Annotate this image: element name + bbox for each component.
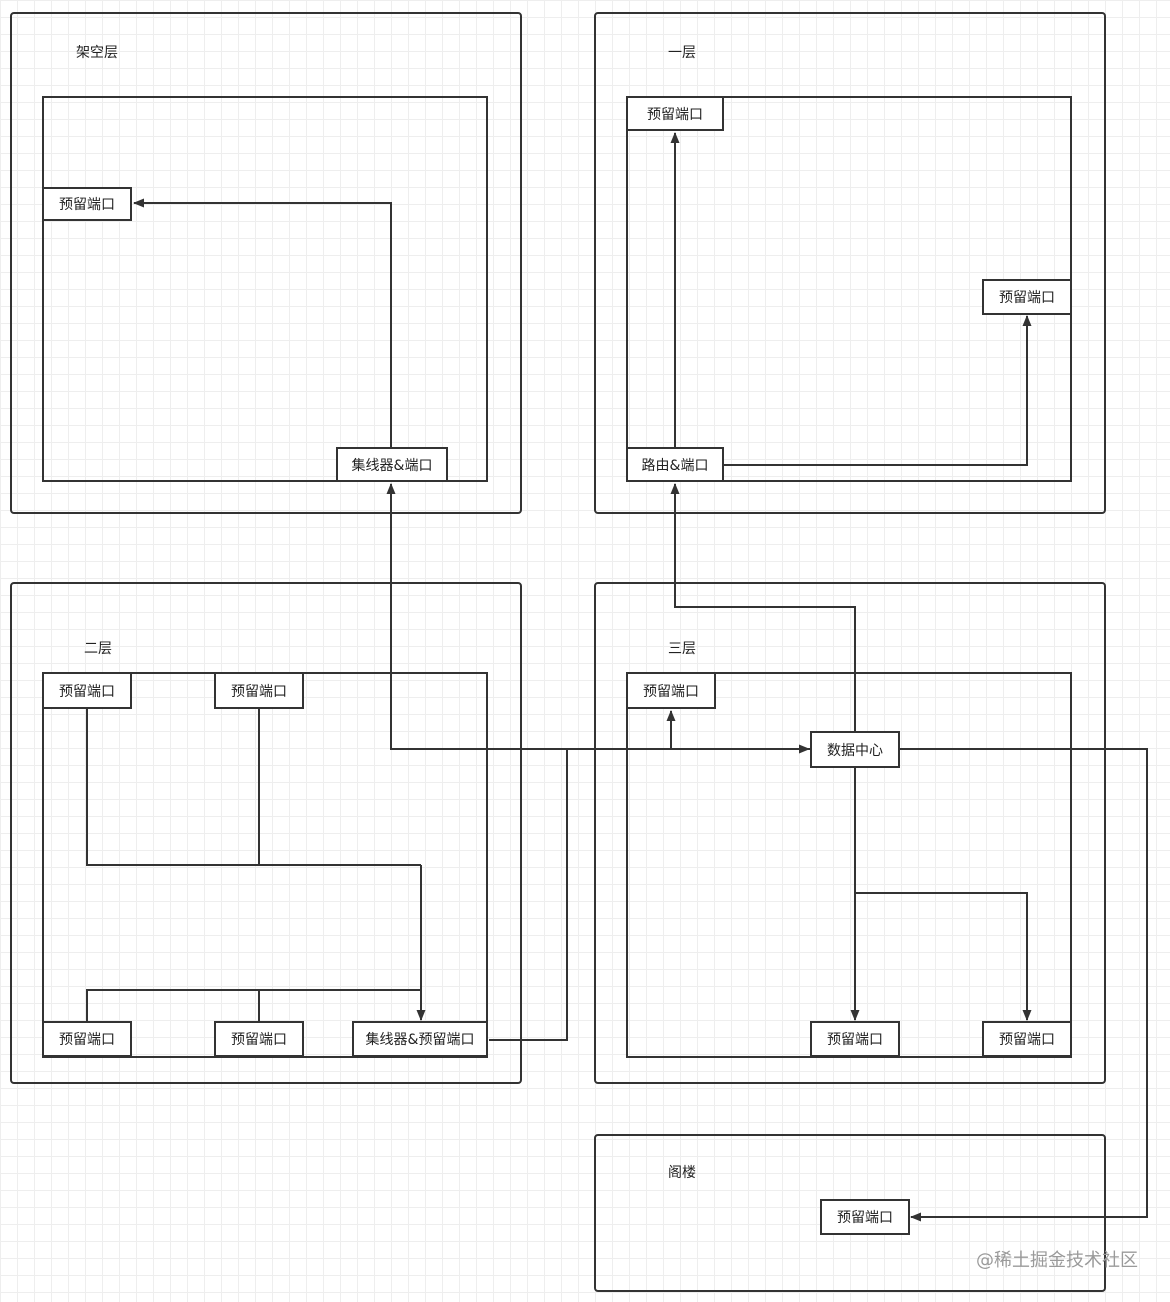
floor-jiakong-inner [42, 96, 488, 482]
floor-gelou-title: 阁楼 [668, 1165, 696, 1181]
san-data-center[interactable]: 数据中心 [810, 731, 900, 768]
jiakong-hub-port[interactable]: 集线器&端口 [336, 447, 448, 482]
connector-datacenter-to-gelou [900, 748, 1148, 1222]
floor-jiakong [10, 12, 522, 514]
floor-yi-title: 一层 [668, 45, 696, 61]
connector-er-top-left [86, 709, 421, 866]
floor-san-title: 三层 [668, 641, 696, 657]
floor-yi [594, 12, 1106, 514]
san-reserved-port-bottom-mid[interactable]: 预留端口 [810, 1021, 900, 1057]
floor-san [594, 582, 1106, 1084]
er-reserved-port-top-mid[interactable]: 预留端口 [214, 672, 304, 709]
connector-er-hub-to-datacenter [489, 744, 810, 1041]
yi-reserved-port-right[interactable]: 预留端口 [982, 279, 1072, 315]
connector-datacenter-to-san-right [855, 892, 1032, 1021]
connector-datacenter-to-jiakong-hub [386, 483, 811, 750]
er-hub-reserved-port[interactable]: 集线器&预留端口 [352, 1021, 488, 1057]
connector-yi-router-to-right [724, 315, 1032, 466]
yi-reserved-port-top[interactable]: 预留端口 [626, 96, 724, 131]
watermark: @稀土掘金技术社区 [976, 1250, 1138, 1271]
er-reserved-port-top-left[interactable]: 预留端口 [42, 672, 132, 709]
san-reserved-port-top-left[interactable]: 预留端口 [626, 672, 716, 709]
connector-datacenter-to-router [670, 483, 856, 732]
connector-jiakong-hub-to-reserved [133, 198, 392, 448]
connector-er-bottom-ports [86, 989, 421, 1022]
jiakong-reserved-port[interactable]: 预留端口 [42, 187, 132, 221]
floor-san-inner [626, 672, 1072, 1058]
floor-er [10, 582, 522, 1084]
floor-gelou [594, 1134, 1106, 1292]
gelou-reserved-port[interactable]: 预留端口 [820, 1199, 910, 1235]
san-reserved-port-bottom-right[interactable]: 预留端口 [982, 1021, 1072, 1057]
er-reserved-port-bottom-mid[interactable]: 预留端口 [214, 1021, 304, 1057]
er-reserved-port-bottom-left[interactable]: 预留端口 [42, 1021, 132, 1057]
floor-er-title: 二层 [84, 641, 112, 657]
floor-jiakong-title: 架空层 [76, 45, 118, 61]
yi-router-port[interactable]: 路由&端口 [626, 447, 724, 482]
